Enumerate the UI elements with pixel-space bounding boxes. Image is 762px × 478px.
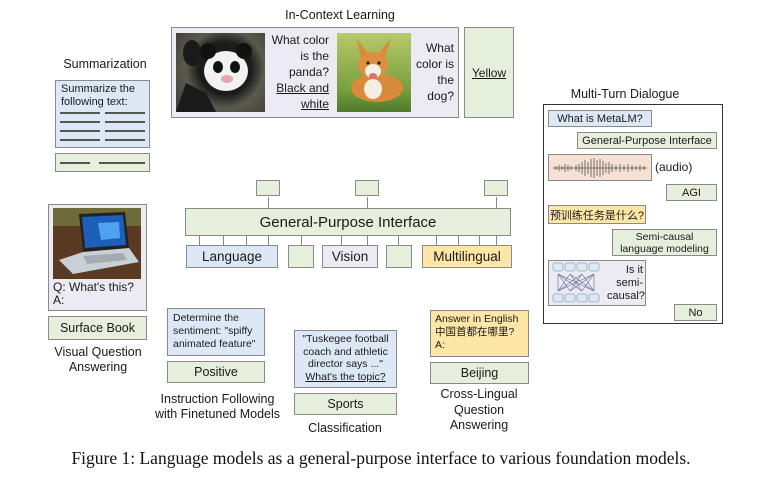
- instruction-prompt-box: Determine the sentiment: "spiffy animate…: [167, 308, 265, 356]
- vqa-title: Visual Question Answering: [54, 345, 142, 374]
- dialogue-turn-6: Semi-causal language modeling: [612, 229, 717, 256]
- cross-lingual-prompt: Answer in English 中国首都在哪里? A:: [435, 313, 519, 351]
- audio-waveform-icon: [553, 158, 647, 178]
- summarization-prompt: Summarize the following text:: [61, 83, 135, 108]
- instruction-output: Positive: [194, 365, 238, 379]
- cross-lingual-output-box: Beijing: [430, 362, 529, 384]
- panda-question: What color is the panda? Black and white: [271, 33, 329, 111]
- summarization-prompt-box: Summarize the following text:: [55, 80, 150, 148]
- arrow-up-icon: [496, 197, 497, 208]
- instruction-output-box: Positive: [167, 361, 265, 383]
- summarization-output-box: [55, 153, 150, 172]
- input-vision: Vision: [322, 245, 378, 268]
- attention-network-icon: [552, 262, 600, 303]
- figure-caption: Figure 1: Language models as a general-p…: [71, 448, 691, 468]
- input-language: Language: [186, 245, 278, 268]
- input-slot-empty-2: [386, 245, 412, 268]
- in-context-prompt-box: What color is the panda? Black and white…: [171, 27, 459, 118]
- dialogue-turn-7: Is it semi-causal?: [548, 260, 646, 306]
- dialogue-turn-2: General-Purpose Interface: [577, 132, 717, 149]
- arrow-up-icon: [268, 197, 269, 208]
- dialogue-turn-3-label: (audio): [655, 160, 693, 174]
- corgi-image: [337, 33, 411, 112]
- laptop-image: [53, 208, 141, 279]
- cross-lingual-output: Beijing: [460, 366, 499, 380]
- vqa-question: Q: What's this? A:: [53, 280, 134, 307]
- vqa-output-box: Surface Book: [48, 316, 147, 340]
- summarization-title: Summarization: [63, 57, 147, 71]
- dialogue-turn-4: AGI: [666, 184, 717, 201]
- in-context-output-box: Yellow: [464, 27, 514, 118]
- panda-image: [176, 33, 265, 112]
- classification-title: Classification: [308, 421, 382, 435]
- instruction-title: Instruction Following with Finetuned Mod…: [154, 392, 281, 421]
- dialogue-turn-8: No: [674, 304, 717, 321]
- dialogue-turn-7-text: Is it semi-causal?: [607, 264, 645, 302]
- general-purpose-interface-title: General-Purpose Interface: [259, 213, 437, 231]
- classification-prompt-box: "Tuskegee football coach and athletic di…: [294, 330, 397, 388]
- dialogue-turn-3-audio: [548, 154, 652, 181]
- instruction-prompt: Determine the sentiment: "spiffy animate…: [173, 312, 256, 350]
- panda-answer: Black and white: [276, 81, 329, 111]
- dialogue-panel: What is MetaLM? General-Purpose Interfac…: [543, 104, 723, 324]
- input-slot-empty-1: [288, 245, 314, 268]
- cross-lingual-prompt-box: Answer in English 中国首都在哪里? A:: [430, 310, 529, 357]
- cross-lingual-title: Cross-Lingual Question Answering: [440, 387, 518, 432]
- input-multilingual: Multilingual: [422, 245, 512, 268]
- dialogue-turn-1: What is MetaLM?: [548, 110, 652, 127]
- dialogue-turn-5: 预训练任务是什么?: [548, 205, 646, 224]
- interface-output-slot-1: [256, 180, 280, 196]
- interface-output-slot-3: [484, 180, 508, 196]
- dog-question: What color is the dog?: [416, 41, 455, 103]
- in-context-learning-title: In-Context Learning: [285, 8, 395, 22]
- classification-prompt: "Tuskegee football coach and athletic di…: [302, 333, 389, 383]
- classification-output-box: Sports: [294, 393, 397, 415]
- interface-output-slot-2: [355, 180, 379, 196]
- in-context-output: Yellow: [471, 65, 507, 80]
- arrow-up-icon: [367, 197, 368, 208]
- general-purpose-interface-box: General-Purpose Interface: [185, 208, 511, 236]
- vqa-prompt-box: Q: What's this? A:: [48, 204, 147, 311]
- vqa-output: Surface Book: [59, 321, 136, 335]
- classification-output: Sports: [327, 397, 364, 411]
- dialogue-title: Multi-Turn Dialogue: [570, 87, 680, 101]
